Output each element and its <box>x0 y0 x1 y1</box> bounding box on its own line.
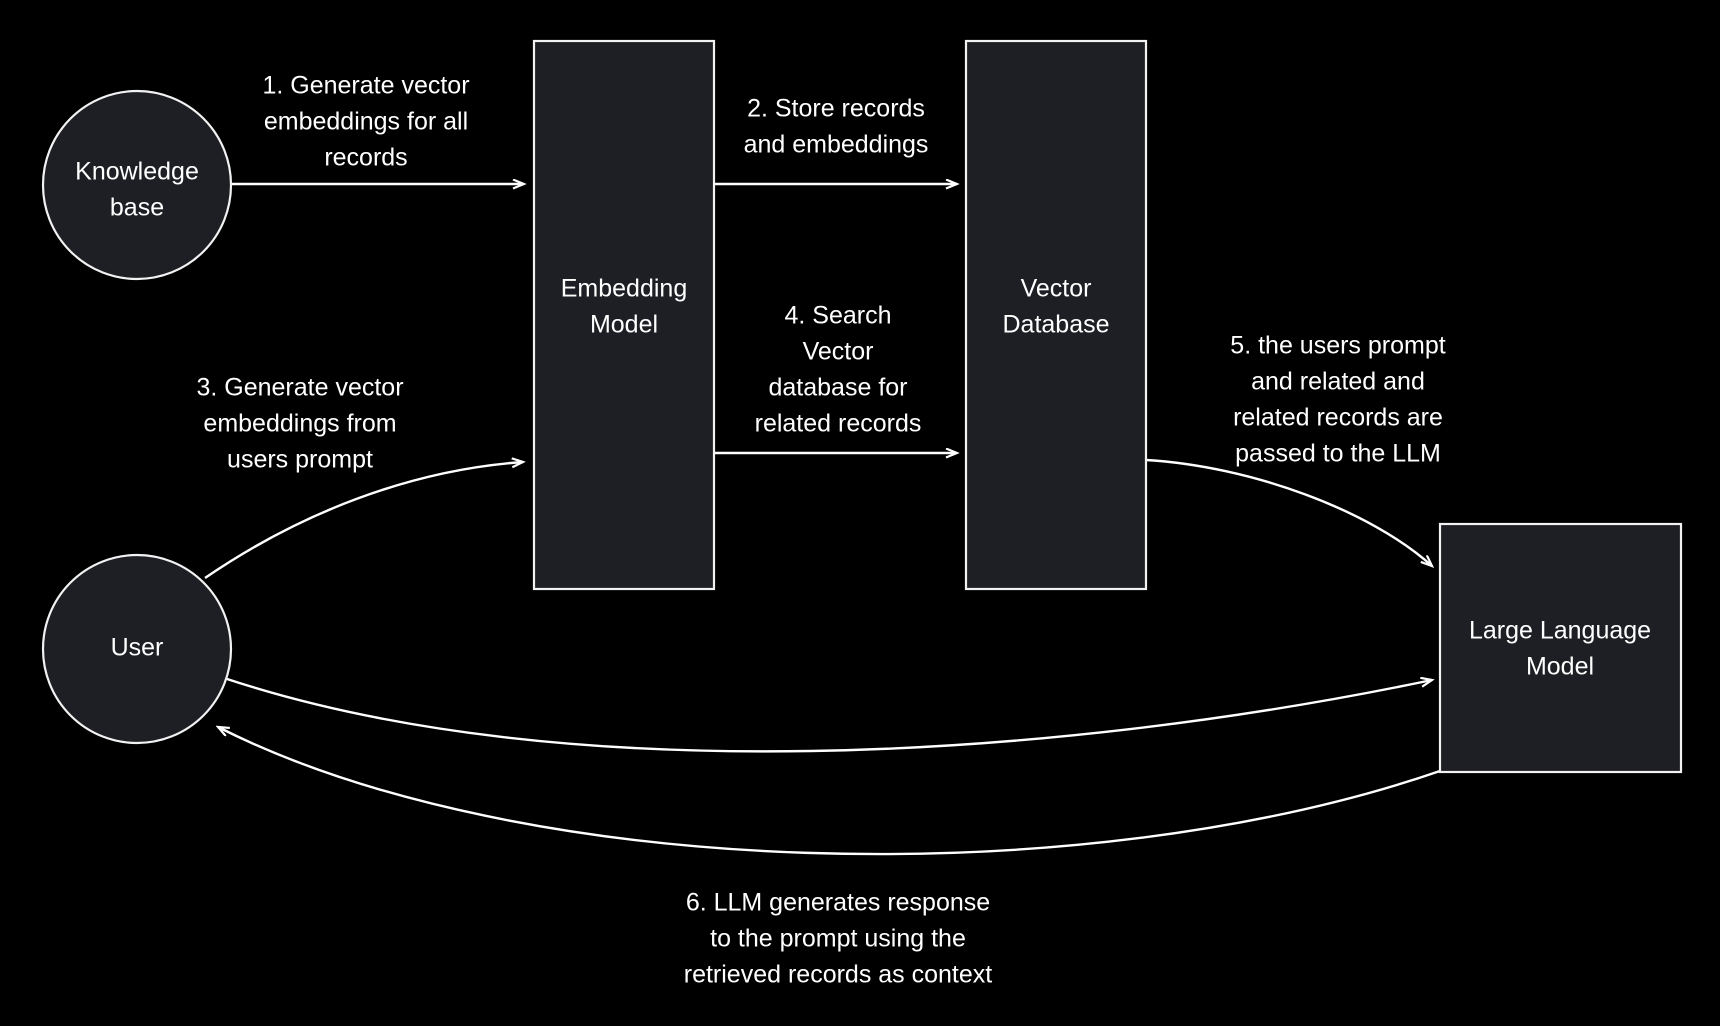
edge-6-label-line-1: 6. LLM generates response <box>686 889 990 917</box>
edge-6-label-line-2: to the prompt using the <box>710 925 966 953</box>
edge-3-label-line-3: users prompt <box>227 446 373 474</box>
edge-6-arrow <box>218 727 1441 856</box>
large-language-model-label-line-2: Model <box>1526 653 1594 681</box>
edge-user-to-large-language-model <box>223 678 1432 753</box>
embedding-model-label-line-2: Model <box>590 311 658 339</box>
edge-3-label-line-2: embeddings from <box>203 410 396 438</box>
edge-3-label-line-1: 3. Generate vector <box>196 374 403 402</box>
node-knowledge-base[interactable]: Knowledge base <box>41 89 233 281</box>
edge-embedding-model-to-vector-database-store: 2. Store records and embeddings <box>714 95 957 184</box>
edge-4-label-line-2: Vector <box>803 338 874 366</box>
edge-5-label-line-1: 5. the users prompt <box>1230 332 1445 360</box>
node-vector-database[interactable]: Vector Database <box>964 39 1148 591</box>
edge-2-label-line-2: and embeddings <box>744 131 929 159</box>
embedding-model-label-line-1: Embedding <box>561 275 687 303</box>
edge-2-label-line-1: 2. Store records <box>747 95 925 123</box>
edge-knowledge-base-to-embedding-model: 1. Generate vector embeddings for all re… <box>232 72 524 184</box>
edge-1-label-line-3: records <box>324 144 407 172</box>
edge-5-arrow <box>1145 458 1432 566</box>
node-embedding-model[interactable]: Embedding Model <box>532 39 716 591</box>
embedding-model-rect[interactable] <box>532 39 716 591</box>
edge-large-language-model-to-user: 6. LLM generates response to the prompt … <box>218 727 1441 989</box>
knowledge-base-label-line-1: Knowledge <box>75 158 199 186</box>
vector-database-label-line-2: Database <box>1002 311 1109 339</box>
edge-embedding-model-to-vector-database-search: 4. Search Vector database for related re… <box>714 302 957 453</box>
edge-1-label-line-1: 1. Generate vector <box>262 72 469 100</box>
user-circle[interactable] <box>41 553 233 745</box>
edge-4-label-line-4: related records <box>755 410 922 438</box>
edge-vector-database-to-large-language-model: 5. the users prompt and related and rela… <box>1145 332 1446 566</box>
vector-database-label-line-1: Vector <box>1021 275 1092 303</box>
edge-3-arrow <box>204 462 523 579</box>
edge-5-label-line-4: passed to the LLM <box>1235 440 1441 468</box>
edge-5-label-line-3: related records are <box>1233 404 1443 432</box>
edge-5-label-line-2: and related and <box>1251 368 1425 396</box>
node-user[interactable]: User <box>41 553 233 745</box>
large-language-model-label-line-1: Large Language <box>1469 617 1651 645</box>
user-label: User <box>111 634 164 662</box>
edge-user-to-embedding-model: 3. Generate vector embeddings from users… <box>196 374 523 579</box>
vector-database-rect[interactable] <box>964 39 1148 591</box>
large-language-model-rect[interactable] <box>1438 522 1683 774</box>
knowledge-base-circle[interactable] <box>41 89 233 281</box>
edge-user-to-llm-arrow <box>223 678 1432 753</box>
edge-4-label-line-3: database for <box>769 374 908 402</box>
edge-6-label-line-3: retrieved records as context <box>684 961 993 989</box>
node-large-language-model[interactable]: Large Language Model <box>1438 522 1683 774</box>
edge-4-label-line-1: 4. Search <box>784 302 891 330</box>
edge-1-label-line-2: embeddings for all <box>264 108 468 136</box>
knowledge-base-label-line-2: base <box>110 194 164 222</box>
